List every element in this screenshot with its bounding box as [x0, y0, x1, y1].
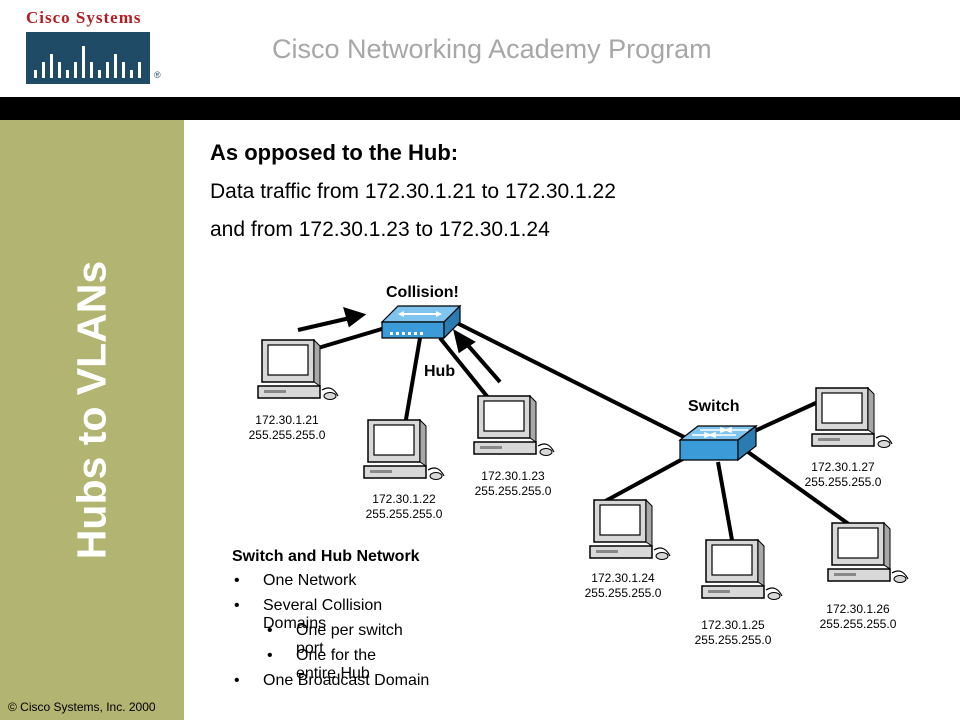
arrow-to-hub-1 [297, 316, 351, 332]
bullet-item: • One per switch port [232, 622, 420, 657]
host-mask: 255.255.255.0 [365, 507, 443, 521]
logo-text: Cisco Systems [26, 8, 142, 27]
computer-icon-host22 [363, 419, 445, 481]
bullet-item: • One Network [232, 572, 420, 597]
cable-switch-host27 [747, 400, 819, 436]
bullet-dot-icon: • [267, 647, 273, 664]
cable-switch-host25 [716, 461, 734, 541]
host-25-address: 172.30.1.25 255.255.255.0 [678, 618, 788, 648]
cable-switch-host24 [599, 453, 691, 506]
hub-icon [380, 304, 462, 340]
host-mask: 255.255.255.0 [474, 484, 552, 498]
bullet-text: One per switch port [296, 622, 403, 657]
bridge-bars-icon [34, 46, 141, 78]
switch-label: Switch [688, 398, 740, 415]
traffic-line-1: Data traffic from 172.30.1.21 to 172.30.… [210, 180, 616, 203]
host-mask: 255.255.255.0 [819, 617, 897, 631]
host-mask: 255.255.255.0 [694, 633, 772, 647]
copyright: © Cisco Systems, Inc. 2000 [8, 700, 156, 714]
sidebar [0, 120, 184, 720]
host-ip: 172.30.1.23 [481, 469, 545, 483]
bullet-list-title: Switch and Hub Network [232, 548, 420, 565]
switch-icon [678, 424, 758, 462]
cable-hub-switch [454, 320, 691, 442]
host-mask: 255.255.255.0 [248, 428, 326, 442]
host-27-address: 172.30.1.27 255.255.255.0 [788, 460, 898, 490]
bullet-dot-icon: • [234, 672, 240, 689]
bullet-text: One for the entire Hub [296, 647, 377, 682]
arrow-head-2 [453, 329, 476, 354]
cable-hub-host21 [317, 324, 393, 350]
host-ip: 172.30.1.27 [811, 460, 875, 474]
arrow-head-1 [343, 306, 367, 328]
bullet-text: Several Collision Domains [263, 597, 383, 632]
bullet-dot-icon: • [234, 597, 240, 614]
computer-icon-host25 [701, 539, 783, 601]
cable-switch-host26 [746, 450, 852, 527]
computer-icon-host24 [589, 499, 671, 561]
bullet-text: One Broadcast Domain [263, 672, 430, 689]
cable-hub-host22 [403, 337, 422, 426]
host-ip: 172.30.1.24 [591, 571, 655, 585]
cisco-logo: Cisco Systems ® [26, 8, 166, 84]
host-26-address: 172.30.1.26 255.255.255.0 [803, 602, 913, 632]
bullet-item: • Several Collision Domains [232, 597, 420, 632]
arrow-to-hub-2 [463, 340, 502, 384]
host-21-address: 172.30.1.21 255.255.255.0 [232, 413, 342, 443]
host-ip: 172.30.1.21 [255, 413, 319, 427]
cable-hub-host23 [438, 336, 492, 402]
host-24-address: 172.30.1.24 255.255.255.0 [568, 571, 678, 601]
computer-icon-host21 [257, 339, 339, 401]
registered-mark: ® [154, 70, 161, 80]
host-22-address: 172.30.1.22 255.255.255.0 [349, 492, 459, 522]
host-23-address: 172.30.1.23 255.255.255.0 [458, 469, 568, 499]
host-ip: 172.30.1.26 [826, 602, 890, 616]
bullet-dot-icon: • [267, 622, 273, 639]
host-mask: 255.255.255.0 [584, 586, 662, 600]
top-bar [0, 97, 960, 120]
computer-icon-host23 [473, 395, 555, 457]
slide-heading: As opposed to the Hub: [210, 140, 459, 165]
host-ip: 172.30.1.22 [372, 492, 436, 506]
traffic-line-2: and from 172.30.1.23 to 172.30.1.24 [210, 218, 550, 241]
collision-label: Collision! [386, 284, 459, 301]
program-title: Cisco Networking Academy Program [272, 34, 712, 64]
bullet-text: One Network [263, 572, 357, 589]
bullet-dot-icon: • [234, 572, 240, 589]
bullet-item: • One for the entire Hub [232, 647, 420, 682]
computer-icon-host26 [827, 522, 909, 584]
hub-label: Hub [424, 363, 456, 380]
cisco-bridge-icon [26, 32, 150, 84]
bullet-item: • One Broadcast Domain [232, 672, 429, 697]
host-mask: 255.255.255.0 [804, 475, 882, 489]
host-ip: 172.30.1.25 [701, 618, 765, 632]
bullet-list: Switch and Hub Network • One Network • S… [232, 548, 429, 697]
computer-icon-host27 [811, 387, 893, 449]
